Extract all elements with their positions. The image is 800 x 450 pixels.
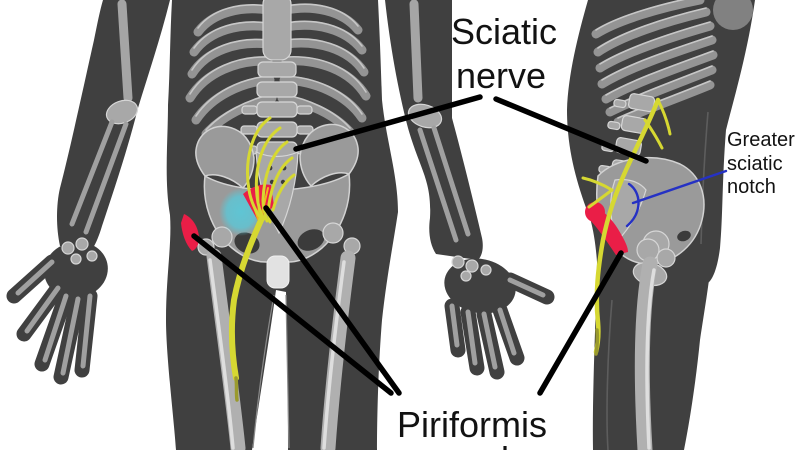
anterior-figure: [6, 0, 555, 450]
lateral-rib-cage: [591, 0, 718, 127]
right-obturator-foramen: [297, 229, 325, 251]
labels: Sciatic nerve Greater sciatic notch Piri…: [397, 11, 795, 450]
annotation-lines: [191, 94, 649, 396]
piriformis-label-line1: Piriformis: [397, 404, 547, 445]
right-ilium: [299, 123, 359, 188]
sciatic-nerve-label-line2: nerve: [456, 55, 546, 96]
anterior-right-hand: [444, 255, 555, 380]
piriformis-pointer-pelvis: [263, 205, 402, 396]
sciatic-nerve-label-line1: Sciatic: [451, 11, 557, 52]
lateral-femur: [634, 238, 676, 450]
sciatic-nerve-side-tail: [594, 328, 600, 356]
notch-pointer-line: [631, 169, 728, 205]
sciatic-nerve-pointer-left: [293, 94, 483, 152]
sciatic-nerve-front: [228, 116, 296, 381]
greater-sciatic-notch-label-line3: notch: [727, 176, 776, 198]
anterior-left-hand: [6, 237, 108, 385]
red-muscle-left-hip: [181, 214, 199, 251]
piriformis-pointer-left-hip: [191, 233, 394, 396]
sternum: [262, 0, 292, 61]
pubic-symphysis: [266, 255, 290, 289]
greater-sciatic-notch-label-line2: sciatic: [727, 153, 783, 175]
anterior-femurs: [197, 237, 361, 450]
sciatic-nerve-front-tail: [234, 376, 239, 402]
piriformis-label-line2: muscle: [415, 439, 529, 450]
sciatic-nerve-pointer-right: [493, 96, 649, 164]
left-hip-joint: [211, 226, 233, 248]
left-ilium: [195, 125, 255, 190]
anterior-arm-bones: [69, 0, 471, 243]
greater-sciatic-notch-arc: [625, 182, 640, 228]
piriformis-pointer-side: [537, 250, 624, 396]
scapula-hint: [713, 0, 753, 30]
right-hip-joint: [322, 222, 344, 244]
lateral-figure: [567, 0, 755, 450]
greater-sciatic-notch-label-line1: Greater: [727, 129, 795, 151]
